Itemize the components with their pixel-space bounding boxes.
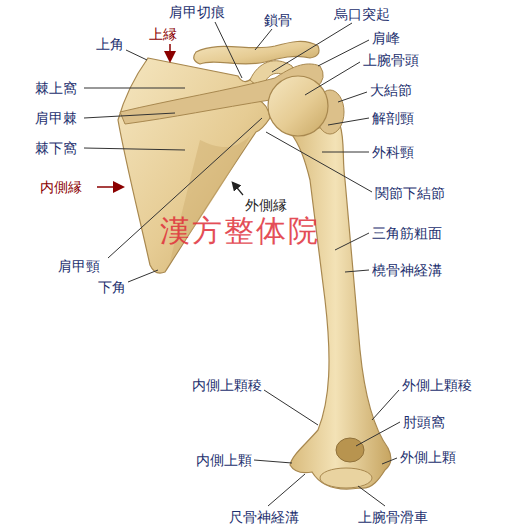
- pointer-arrow: [169, 44, 171, 60]
- leader-line: [372, 390, 399, 420]
- leader-line: [382, 458, 397, 464]
- part-label: 尺骨神経溝: [229, 509, 299, 525]
- part-label: 大結節: [370, 82, 412, 98]
- part-label: 内側縁: [40, 179, 82, 195]
- leader-line: [272, 23, 352, 72]
- part-label: 上腕骨頭: [363, 52, 419, 68]
- leader-line: [254, 460, 292, 463]
- part-label: 関節下結節: [375, 185, 445, 201]
- leader-line: [338, 92, 367, 102]
- leader-line: [84, 148, 185, 150]
- part-label: 烏口突起: [334, 6, 390, 22]
- clavicle: [194, 41, 319, 64]
- leader-line: [268, 474, 305, 506]
- part-label: 外側上顆稜: [402, 377, 472, 393]
- leader-line: [358, 486, 385, 506]
- leader-line: [126, 50, 147, 60]
- part-label: 棘下窩: [35, 140, 77, 156]
- leader-line: [84, 113, 175, 118]
- leader-lines: [84, 22, 400, 506]
- part-label: 橈骨神経溝: [372, 262, 442, 278]
- part-label: 肩甲頸: [58, 258, 100, 274]
- leader-line: [356, 422, 400, 446]
- pointer-arrow: [233, 183, 243, 195]
- part-label: 外側上顆: [400, 449, 456, 465]
- leader-line: [322, 152, 369, 153]
- part-label: 三角筋粗面: [372, 225, 442, 241]
- part-label: 肘頭窩: [403, 414, 445, 430]
- leader-line: [345, 270, 369, 272]
- pointer-arrow: [97, 186, 122, 188]
- leader-line: [305, 62, 360, 95]
- part-label: 解剖頸: [372, 110, 414, 126]
- part-label: 肩甲切痕: [169, 4, 225, 20]
- trochlea: [320, 468, 372, 488]
- leader-line: [266, 132, 372, 192]
- part-label: 上角: [96, 36, 124, 52]
- watermark: 漢方整体院: [160, 214, 320, 248]
- part-label: 内側上顆稜: [192, 377, 262, 393]
- part-label: 肩峰: [372, 30, 400, 46]
- leader-line: [255, 29, 272, 50]
- part-label: 肩甲棘: [35, 110, 77, 126]
- leader-line: [215, 22, 242, 78]
- leader-line: [318, 40, 369, 66]
- part-label: 外科頸: [372, 144, 414, 160]
- part-label: 上腕骨滑車: [358, 509, 428, 525]
- leader-line: [335, 233, 369, 250]
- part-label: 内側上顆: [196, 452, 252, 468]
- leader-line: [84, 88, 185, 89]
- olecranon-fossa: [336, 438, 364, 462]
- humerus-shaft: [290, 125, 391, 489]
- part-label: 棘上窩: [35, 80, 77, 96]
- part-label: 鎖骨: [264, 12, 292, 28]
- humeral-head: [268, 76, 328, 136]
- part-label: 上縁: [149, 26, 177, 42]
- leader-line: [328, 118, 369, 125]
- leader-line: [128, 270, 158, 282]
- part-label: 下角: [98, 279, 126, 295]
- leader-line: [264, 390, 318, 425]
- part-label: 外側縁: [245, 197, 287, 213]
